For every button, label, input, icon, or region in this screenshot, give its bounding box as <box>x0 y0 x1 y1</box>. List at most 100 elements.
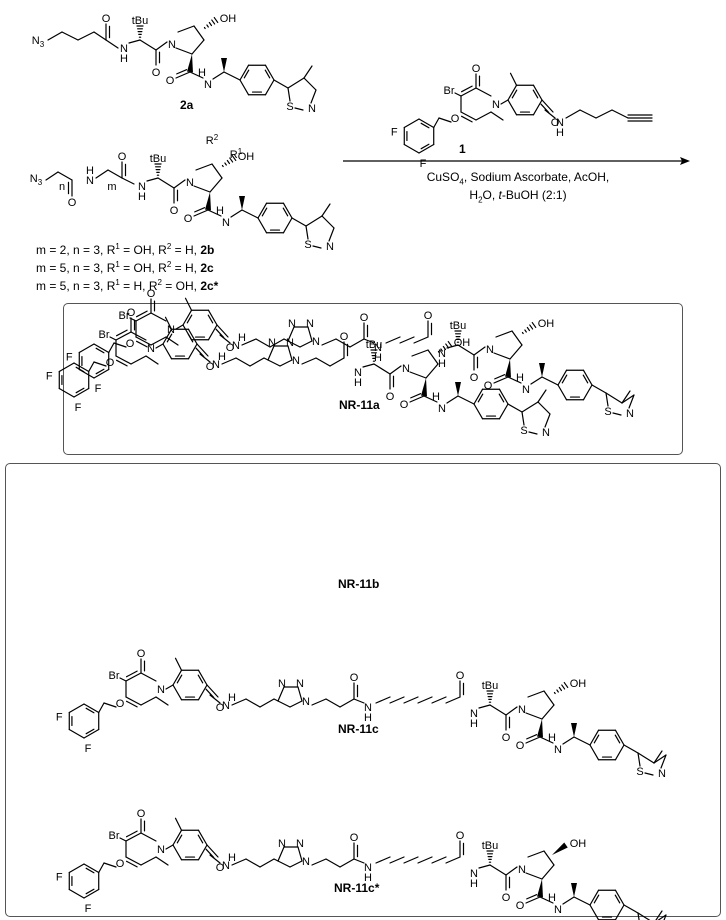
bond <box>589 889 600 906</box>
bond <box>165 684 174 690</box>
atom-label: Br <box>99 329 110 341</box>
bond <box>410 393 422 399</box>
wedge-bond <box>239 196 245 210</box>
bond <box>557 384 568 401</box>
atom-label: tBu <box>366 339 383 351</box>
bond <box>498 403 509 420</box>
atom-label: H <box>138 191 146 203</box>
bond <box>206 844 219 858</box>
bond <box>173 179 186 189</box>
bond <box>373 363 391 375</box>
bond <box>637 752 641 767</box>
bond <box>525 736 541 744</box>
bond <box>277 686 285 702</box>
bond <box>264 79 275 96</box>
atom-label: O <box>216 702 225 714</box>
hash-bond <box>529 324 534 330</box>
bond <box>614 729 625 746</box>
bond <box>507 376 522 384</box>
bond <box>582 384 593 401</box>
atom-label: N <box>138 181 146 193</box>
bond <box>498 388 509 405</box>
bond <box>612 412 622 416</box>
compound-label-1: 1 <box>459 142 466 156</box>
wedge-bond <box>571 883 577 897</box>
bond <box>489 864 507 876</box>
bond <box>125 832 142 842</box>
bond <box>85 728 95 735</box>
hash-bond <box>524 329 527 333</box>
bond <box>176 834 183 844</box>
bond <box>385 336 401 344</box>
atom-label: O <box>516 740 525 752</box>
bond <box>628 394 635 409</box>
atom-label: O <box>360 312 369 324</box>
bond <box>129 317 137 322</box>
atom-label: O <box>216 862 225 874</box>
product-label-nr11a: NR-11a <box>339 398 380 412</box>
bond <box>126 830 138 838</box>
bond <box>93 31 107 41</box>
bond <box>541 704 555 720</box>
bond <box>589 744 600 761</box>
bond <box>301 357 317 365</box>
bond <box>593 894 600 904</box>
bond <box>423 395 438 403</box>
bond <box>417 856 433 864</box>
bond <box>498 393 505 403</box>
bond <box>68 703 85 714</box>
bond <box>663 914 667 920</box>
bond <box>325 858 341 868</box>
wedge-bond <box>537 719 543 738</box>
bond <box>115 331 132 341</box>
bond <box>196 343 209 357</box>
atom-label: N <box>204 79 212 91</box>
bond <box>328 227 335 242</box>
conditions-line-2: H2O, t-BuOH (2:1) <box>469 188 567 205</box>
wedge-bond <box>205 192 211 211</box>
bond <box>389 365 402 375</box>
atom-label: O <box>400 399 409 411</box>
atom-label: O <box>502 732 511 744</box>
bond <box>490 111 504 121</box>
bond <box>184 297 193 311</box>
hash-bond <box>224 162 227 166</box>
bond <box>621 394 635 404</box>
bond <box>145 355 159 365</box>
bond <box>155 343 164 349</box>
bond <box>589 729 600 746</box>
bond <box>409 395 425 403</box>
atom-label: N <box>492 99 500 111</box>
bond <box>193 185 211 193</box>
bond <box>172 829 183 846</box>
bond <box>119 837 127 842</box>
atom-label: N <box>292 355 300 367</box>
bond <box>403 696 419 704</box>
bond <box>215 328 225 339</box>
bond <box>83 888 100 899</box>
bond <box>509 344 523 360</box>
bond <box>493 352 511 360</box>
bond <box>413 336 429 344</box>
bond <box>259 858 275 868</box>
atom-label: N <box>222 217 230 229</box>
bond <box>303 77 317 91</box>
bond <box>107 169 123 179</box>
bond <box>375 856 391 864</box>
bond <box>445 696 461 704</box>
atom-label: N <box>147 343 155 355</box>
bond <box>93 361 107 367</box>
bond <box>532 84 543 101</box>
atom-label: F <box>420 158 427 170</box>
bond <box>457 344 475 356</box>
bond <box>140 672 157 682</box>
atom-label: S <box>604 406 611 418</box>
hash-bond <box>213 16 219 24</box>
bond <box>500 99 509 105</box>
bond <box>140 696 157 706</box>
bond <box>73 362 90 373</box>
atom-label: N <box>278 678 286 690</box>
bond <box>283 338 289 342</box>
bond <box>287 345 293 361</box>
bond <box>78 368 95 379</box>
